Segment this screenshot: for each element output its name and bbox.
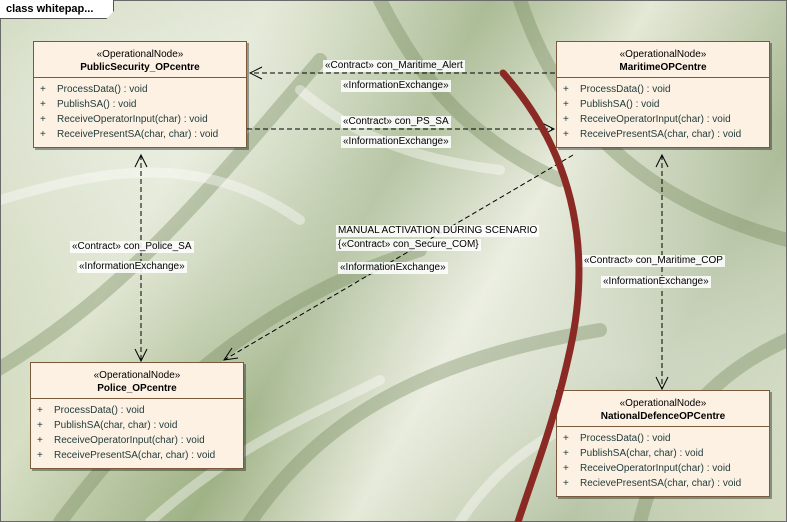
operation-item[interactable]: +PublishSA() : void (563, 99, 660, 110)
connector-label-ps-sa-stereotype: «InformationExchange» (341, 136, 451, 148)
connector-label-police-sa-stereotype: «InformationExchange» (77, 261, 187, 273)
node-public-security-opcentre[interactable]: «OperationalNode» PublicSecurity_OPcentr… (33, 41, 247, 148)
connector-label-maritime-alert-contract: «Contract» con_Maritime_Alert (323, 60, 465, 72)
arrowhead-maritime-cop-top (655, 153, 669, 168)
operation-item[interactable]: +ProcessData() : void (37, 405, 145, 416)
connector-label-maritime-alert-stereotype: «InformationExchange» (341, 80, 451, 92)
operation-item[interactable]: +ReceiveOperatorInput(char) : void (37, 435, 205, 446)
arrowhead-police-sa-top (134, 153, 148, 168)
connector-label-secure-com-note: MANUAL ACTIVATION DURING SCENARIO (336, 225, 540, 237)
node-stereotype: «OperationalNode» (619, 49, 707, 60)
node-header: «OperationalNode» NationalDefenceOPCentr… (557, 391, 769, 427)
operations-list: +ProcessData() : void +PublishSA() : voi… (557, 78, 769, 144)
connector-label-secure-com-stereotype: «InformationExchange» (338, 262, 448, 274)
arrowhead-secure-com (222, 347, 239, 361)
node-header: «OperationalNode» MaritimeOPCentre (557, 42, 769, 78)
connector-label-ps-sa-contract: «Contract» con_PS_SA (341, 116, 451, 128)
operation-item[interactable]: +ProcessData() : void (40, 84, 148, 95)
operations-list: +ProcessData() : void +PublishSA(char, c… (31, 399, 243, 465)
operation-item[interactable]: +ReceivePresentSA(char, char) : void (40, 129, 219, 140)
operation-item[interactable]: +ReceivePresentSA(char, char) : void (563, 129, 742, 140)
operation-item[interactable]: +ReceivePresentSA(char, char) : void (37, 450, 216, 461)
node-header: «OperationalNode» PublicSecurity_OPcentr… (34, 42, 246, 78)
node-stereotype: «OperationalNode» (96, 49, 184, 60)
node-name: MaritimeOPCentre (619, 62, 707, 73)
operation-item[interactable]: +ProcessData() : void (563, 433, 671, 444)
operation-item[interactable]: +PublishSA(char, char) : void (37, 420, 178, 431)
arrowhead-maritime-cop-bottom (655, 376, 669, 391)
operations-list: +ProcessData() : void +PublishSA(char, c… (557, 427, 769, 493)
connector-label-police-sa-contract: «Contract» con_Police_SA (70, 241, 194, 253)
arrowhead-police-sa-bottom (134, 348, 148, 363)
node-name: Police_OPcentre (97, 383, 177, 394)
connector-label-maritime-cop-contract: «Contract» con_Maritime_COP (582, 255, 725, 267)
connector-label-maritime-cop-stereotype: «InformationExchange» (601, 276, 711, 288)
node-name: PublicSecurity_OPcentre (80, 62, 200, 73)
arrowhead-maritime-alert (248, 66, 263, 80)
operation-item[interactable]: +ReceiveOperatorInput(char) : void (40, 114, 208, 125)
operation-item[interactable]: +PublishSA() : void (40, 99, 137, 110)
node-stereotype: «OperationalNode» (93, 370, 181, 381)
connector-label-secure-com-contract: {«Contract» con_Secure_COM} (336, 239, 481, 251)
operation-item[interactable]: +ProcessData() : void (563, 84, 671, 95)
operation-item[interactable]: +RecievePresentSA(char, char) : void (563, 478, 742, 489)
operation-item[interactable]: +ReceiveOperatorInput(char) : void (563, 463, 731, 474)
node-maritime-opcentre[interactable]: «OperationalNode» MaritimeOPCentre +Proc… (556, 41, 770, 148)
operation-item[interactable]: +ReceiveOperatorInput(char) : void (563, 114, 731, 125)
node-header: «OperationalNode» Police_OPcentre (31, 363, 243, 399)
node-national-defence-opcentre[interactable]: «OperationalNode» NationalDefenceOPCentr… (556, 390, 770, 497)
node-stereotype: «OperationalNode» (619, 398, 707, 409)
operations-list: +ProcessData() : void +PublishSA() : voi… (34, 78, 246, 144)
node-name: NationalDefenceOPCentre (600, 411, 726, 422)
connector-secure-com[interactable] (223, 154, 574, 361)
node-police-opcentre[interactable]: «OperationalNode» Police_OPcentre +Proce… (30, 362, 244, 469)
diagram-tab[interactable]: class whitepap... (0, 0, 114, 19)
operation-item[interactable]: +PublishSA(char, char) : void (563, 448, 704, 459)
